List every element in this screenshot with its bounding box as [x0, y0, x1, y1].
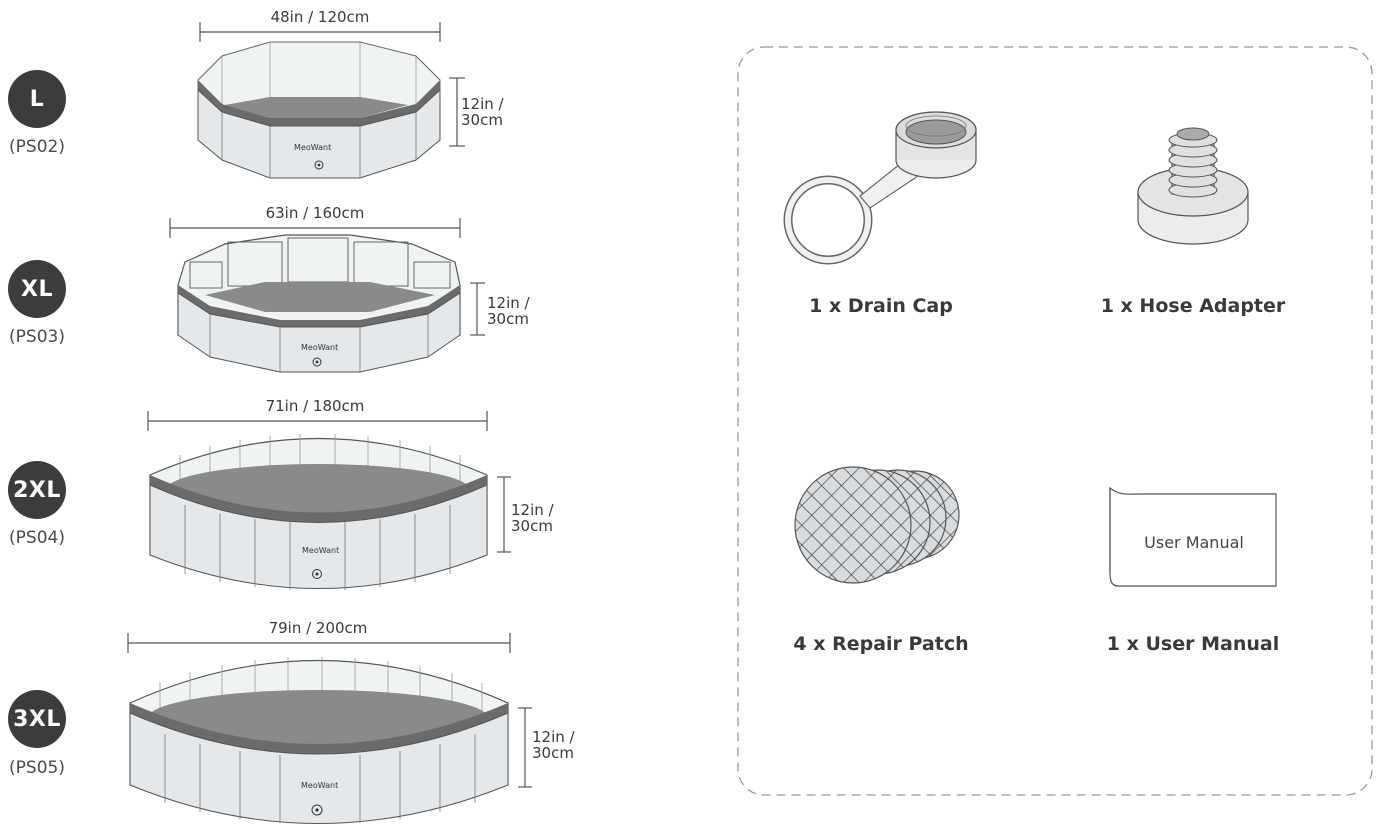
height-dimension-2xl: 12in / 30cm: [511, 502, 581, 534]
height-dimension-line2: 30cm: [461, 111, 503, 129]
brand-logo: MeoWant: [301, 781, 338, 790]
height-dimension-3xl: 12in / 30cm: [532, 729, 602, 761]
hose-adapter-label: 1 x Hose Adapter: [1100, 295, 1286, 317]
size-badge-label: L: [29, 86, 45, 112]
pool-3xl-illustration: MeoWant: [127, 633, 532, 824]
size-code-2xl: (PS04): [9, 528, 65, 548]
height-dimension-line1: 12in /: [461, 95, 504, 113]
drain-cap-icon: [783, 111, 977, 265]
size-badge-3xl: 3XL: [8, 690, 66, 748]
user-manual-label: 1 x User Manual: [1106, 633, 1280, 655]
width-dimension-3xl: 79in / 200cm: [268, 619, 368, 637]
height-dimension-xl: 12in / 30cm: [487, 295, 557, 327]
height-dimension-line1: 12in /: [487, 294, 530, 312]
width-dimension-xl: 63in / 160cm: [265, 204, 365, 222]
height-dimension-line1: 12in /: [511, 501, 554, 519]
size-badge-label: 2XL: [13, 477, 61, 503]
size-code-l: (PS02): [9, 137, 65, 157]
height-dimension-line2: 30cm: [532, 744, 574, 762]
size-code-xl: (PS03): [9, 327, 65, 347]
size-badge-label: XL: [21, 276, 53, 302]
height-dimension-line1: 12in /: [532, 728, 575, 746]
brand-logo: MeoWant: [301, 343, 338, 352]
size-badge-2xl: 2XL: [8, 461, 66, 519]
size-badge-l: L: [8, 70, 66, 128]
height-dimension-line2: 30cm: [511, 517, 553, 535]
brand-logo: MeoWant: [294, 143, 331, 152]
pool-2xl-illustration: MeoWant: [147, 411, 511, 590]
pool-xl-illustration: MeoWant: [169, 218, 485, 373]
height-dimension-line2: 30cm: [487, 310, 529, 328]
repair-patch-icon: [794, 466, 960, 584]
size-badge-xl: XL: [8, 260, 66, 318]
width-dimension-2xl: 71in / 180cm: [265, 397, 365, 415]
width-dimension-l: 48in / 120cm: [270, 8, 370, 26]
hose-adapter-icon: [1137, 127, 1249, 245]
user-manual-icon: [1109, 486, 1277, 587]
repair-patch-label: 4 x Repair Patch: [793, 633, 969, 655]
height-dimension-l: 12in / 30cm: [461, 96, 531, 128]
size-code-3xl: (PS05): [9, 758, 65, 778]
size-badge-label: 3XL: [13, 706, 61, 732]
pool-l-illustration: MeoWant: [197, 22, 465, 179]
brand-logo: MeoWant: [302, 546, 339, 555]
drain-cap-label: 1 x Drain Cap: [809, 295, 953, 317]
manual-cover-text: User Manual: [1144, 533, 1244, 552]
accessories-panel: [737, 46, 1373, 796]
